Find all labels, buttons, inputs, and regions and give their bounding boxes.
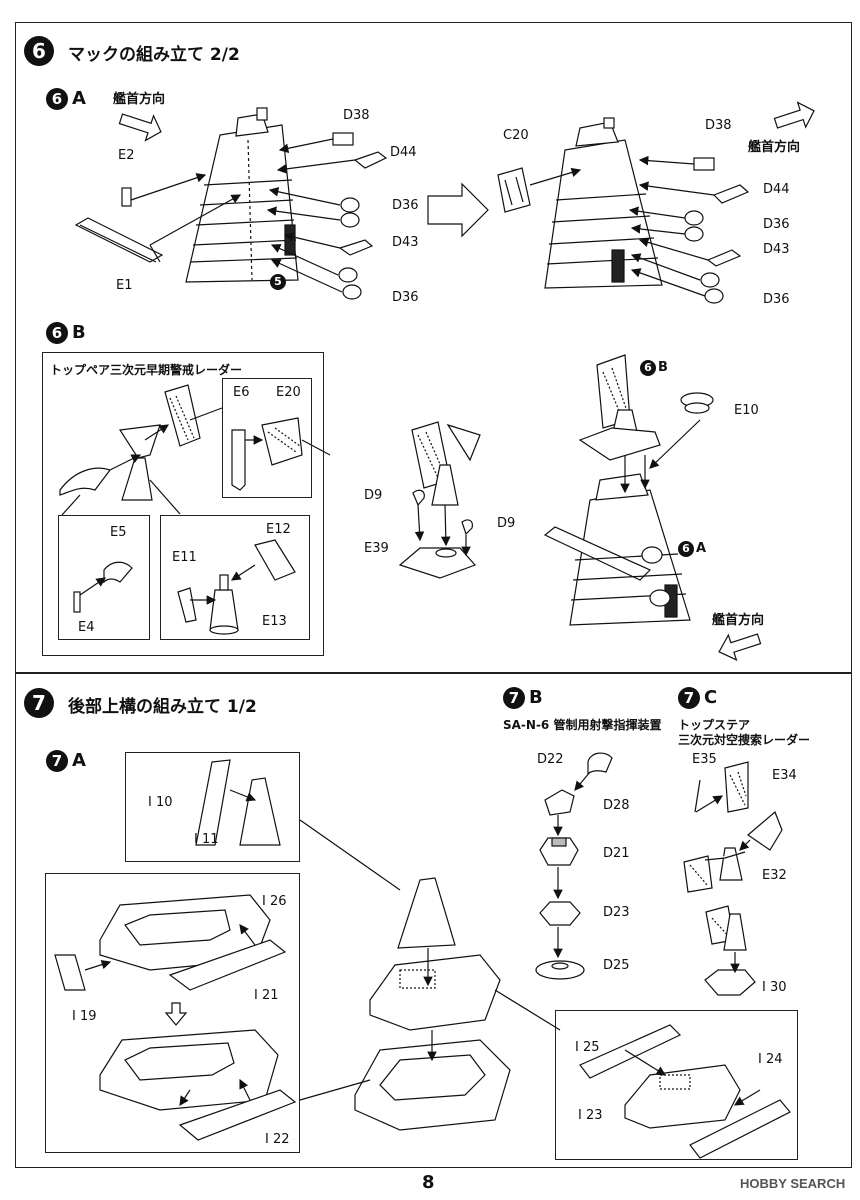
step6-badge: 6 xyxy=(24,36,54,66)
step7c-caption-1: トップステア xyxy=(678,718,751,732)
label-e2: E2 xyxy=(118,148,135,163)
part-e1-e2 xyxy=(74,173,242,263)
label-e35: E35 xyxy=(692,752,717,767)
label-d44-a: D44 xyxy=(390,145,417,160)
ref-6b-badge: 6 xyxy=(640,360,656,376)
label-d9-left: D9 xyxy=(364,488,383,503)
label-d43-a: D43 xyxy=(392,235,419,250)
label-d44-b: D44 xyxy=(763,182,790,197)
step6-frame xyxy=(15,22,852,673)
label-i23: I 23 xyxy=(578,1108,603,1123)
mast-6b-right xyxy=(543,354,714,626)
label-d38-a: D38 xyxy=(343,108,370,123)
label-e34: E34 xyxy=(772,768,797,783)
mast-6a-right xyxy=(497,117,750,304)
subbox-e11-e13 xyxy=(160,515,310,640)
ref-5-badge: 5 xyxy=(270,274,286,290)
page-number: 8 xyxy=(422,1172,435,1193)
step6b-badge: 6 xyxy=(46,322,68,344)
label-e6: E6 xyxy=(233,385,250,400)
label-d36-b1: D36 xyxy=(763,217,790,232)
step7a-badge: 7 xyxy=(46,750,68,772)
label-i25: I 25 xyxy=(575,1040,600,1055)
transition-arrow xyxy=(427,182,489,238)
label-d36-b2: D36 xyxy=(763,292,790,307)
label-d36-a1: D36 xyxy=(392,198,419,213)
radar-6b-center xyxy=(398,421,481,579)
parts-i23-i24-i25 xyxy=(579,1024,791,1159)
direction-label-6a-right: 艦首方向 xyxy=(748,140,801,155)
label-e32: E32 xyxy=(762,868,787,883)
parts-7b xyxy=(535,752,613,980)
direction-arrow-6b xyxy=(718,633,762,661)
parts-6a-left-d xyxy=(266,132,388,300)
parts-7c xyxy=(683,761,783,996)
label-e4: E4 xyxy=(78,620,95,635)
label-d23: D23 xyxy=(603,905,630,920)
label-e20: E20 xyxy=(276,385,301,400)
ref-6b-letter: B xyxy=(658,360,668,375)
radar-box-title: トップペア三次元早期警戒レーダー xyxy=(50,363,243,377)
label-d21: D21 xyxy=(603,846,630,861)
label-e11: E11 xyxy=(172,550,197,565)
direction-label-6a-left: 艦首方向 xyxy=(113,92,166,107)
label-i11: I 11 xyxy=(194,832,219,847)
step7-badge: 7 xyxy=(24,688,54,718)
step7-frame xyxy=(15,673,852,1168)
direction-arrow-left xyxy=(118,113,162,142)
label-d36-a2: D36 xyxy=(392,290,419,305)
subbox-i10-i11 xyxy=(125,752,300,862)
label-d25: D25 xyxy=(603,958,630,973)
step6-title: マックの組み立て 2/2 xyxy=(68,45,240,65)
label-d38-b: D38 xyxy=(705,118,732,133)
ref-6a-letter: A xyxy=(696,541,707,556)
label-i24: I 24 xyxy=(758,1052,783,1067)
label-d28: D28 xyxy=(603,798,630,813)
step7-title: 後部上構の組み立て 1/2 xyxy=(68,697,257,717)
subbox-i19-i22 xyxy=(45,873,300,1153)
label-i22: I 22 xyxy=(265,1132,290,1147)
ref-6a-badge: 6 xyxy=(678,541,694,557)
label-e1: E1 xyxy=(116,278,133,293)
step7a-letter: A xyxy=(72,750,86,771)
step7c-letter: C xyxy=(704,687,718,708)
step7b-caption: SA-N-6 管制用射撃指揮装置 xyxy=(503,718,662,732)
step7c-badge: 7 xyxy=(678,687,700,709)
label-i26: I 26 xyxy=(262,894,287,909)
subbox-e6-e20 xyxy=(222,378,312,498)
step6a-badge: 6 xyxy=(46,88,68,110)
label-i19: I 19 xyxy=(72,1009,97,1024)
label-i21: I 21 xyxy=(254,988,279,1003)
label-e10: E10 xyxy=(734,403,759,418)
label-c20: C20 xyxy=(503,128,529,143)
step7c-caption-2: 三次元対空捜索レーダー xyxy=(678,733,811,747)
step6b-letter: B xyxy=(72,322,86,343)
label-e39: E39 xyxy=(364,541,389,556)
parts-i26-i21-i19 xyxy=(54,894,297,1141)
radar-box xyxy=(42,352,324,656)
subbox-i23-i25 xyxy=(555,1010,798,1160)
parts-i10-i11 xyxy=(195,759,281,846)
assembly-7a-center xyxy=(299,819,561,1131)
direction-label-6b: 艦首方向 xyxy=(712,613,765,628)
label-d22: D22 xyxy=(537,752,564,767)
watermark: HOBBY SEARCH xyxy=(740,1176,846,1191)
step7b-badge: 7 xyxy=(503,687,525,709)
direction-arrow-right xyxy=(773,101,815,129)
label-e5: E5 xyxy=(110,525,127,540)
label-i30: I 30 xyxy=(762,980,787,995)
label-e13: E13 xyxy=(262,614,287,629)
label-e12: E12 xyxy=(266,522,291,537)
label-d43-b: D43 xyxy=(763,242,790,257)
label-d9-right: D9 xyxy=(497,516,516,531)
step7b-letter: B xyxy=(529,687,543,708)
radar-6b-sub xyxy=(59,384,331,635)
label-i10: I 10 xyxy=(148,795,173,810)
mast-6a-left xyxy=(185,107,299,283)
subbox-e5-e4 xyxy=(58,515,150,640)
step6a-letter: A xyxy=(72,88,86,109)
